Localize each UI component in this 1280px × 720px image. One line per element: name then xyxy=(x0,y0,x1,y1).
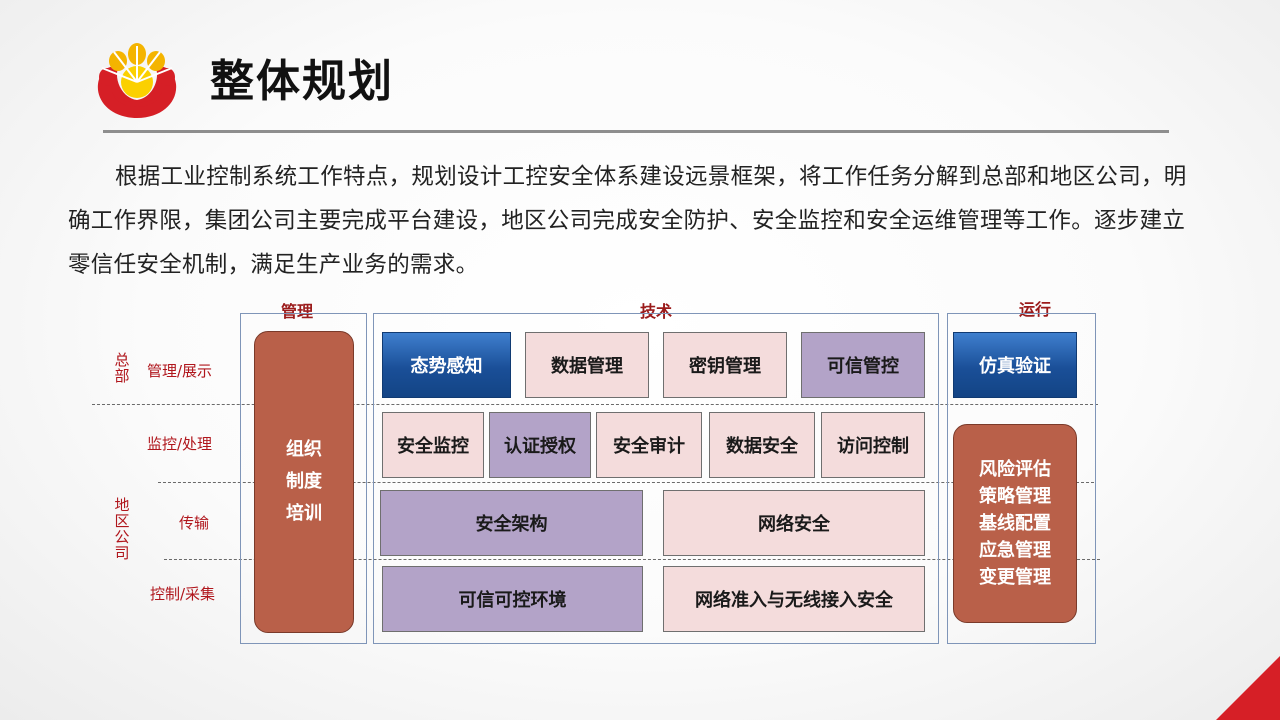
row-divider xyxy=(92,404,1098,405)
row-label-transmission: 传输 xyxy=(179,514,210,532)
ops-item: 风险评估 xyxy=(979,459,1051,480)
technology-frame xyxy=(373,313,939,644)
tech-box-authentication: 认证授权 xyxy=(489,412,591,478)
tech-box-data-security: 数据安全 xyxy=(709,412,815,478)
column-header-operation: 运行 xyxy=(1018,300,1051,319)
row-label-manage-display: 管理/展示 xyxy=(147,362,213,380)
company-logo xyxy=(97,43,177,118)
row-divider xyxy=(164,559,1100,560)
ops-item: 策略管理 xyxy=(979,486,1051,507)
row-label-monitor-process: 监控/处理 xyxy=(147,435,213,453)
title-divider xyxy=(103,130,1169,133)
row-divider xyxy=(158,482,1094,483)
management-item: 培训 xyxy=(286,503,322,524)
tech-box-data-management: 数据管理 xyxy=(525,332,649,398)
level-label-regional: 地区公司 xyxy=(114,496,130,562)
management-item: 制度 xyxy=(286,471,322,492)
management-box: 组织 制度 培训 xyxy=(254,331,354,633)
tech-box-situation-awareness: 态势感知 xyxy=(382,332,511,398)
column-header-technology: 技术 xyxy=(639,302,672,321)
tech-box-network-security: 网络安全 xyxy=(663,490,925,556)
ops-item: 变更管理 xyxy=(979,567,1051,588)
page-title: 整体规划 xyxy=(210,56,394,107)
tech-box-network-access-wireless: 网络准入与无线接入安全 xyxy=(663,566,925,632)
level-label-hq: 总部 xyxy=(114,351,130,385)
tech-box-key-management: 密钥管理 xyxy=(663,332,787,398)
ops-box-simulation: 仿真验证 xyxy=(953,332,1077,398)
row-label-control-collect: 控制/采集 xyxy=(150,585,216,603)
ops-item: 应急管理 xyxy=(979,540,1051,561)
management-item: 组织 xyxy=(286,439,322,460)
management-frame xyxy=(240,313,367,644)
tech-box-security-architecture: 安全架构 xyxy=(380,490,643,556)
intro-paragraph: 根据工业控制系统工作特点，规划设计工控安全体系建设远景框架，将工作任务分解到总部… xyxy=(68,164,1187,278)
corner-accent xyxy=(1216,656,1280,720)
operation-frame xyxy=(947,313,1096,644)
tech-box-access-control: 访问控制 xyxy=(821,412,925,478)
column-header-management: 管理 xyxy=(280,302,313,321)
ops-item: 基线配置 xyxy=(979,513,1051,534)
tech-box-security-audit: 安全审计 xyxy=(596,412,702,478)
ops-box-management-list: 风险评估 策略管理 基线配置 应急管理 变更管理 xyxy=(953,424,1077,623)
tech-box-trusted-control: 可信管控 xyxy=(801,332,925,398)
tech-box-trusted-environment: 可信可控环境 xyxy=(382,566,643,632)
tech-box-security-monitoring: 安全监控 xyxy=(382,412,484,478)
